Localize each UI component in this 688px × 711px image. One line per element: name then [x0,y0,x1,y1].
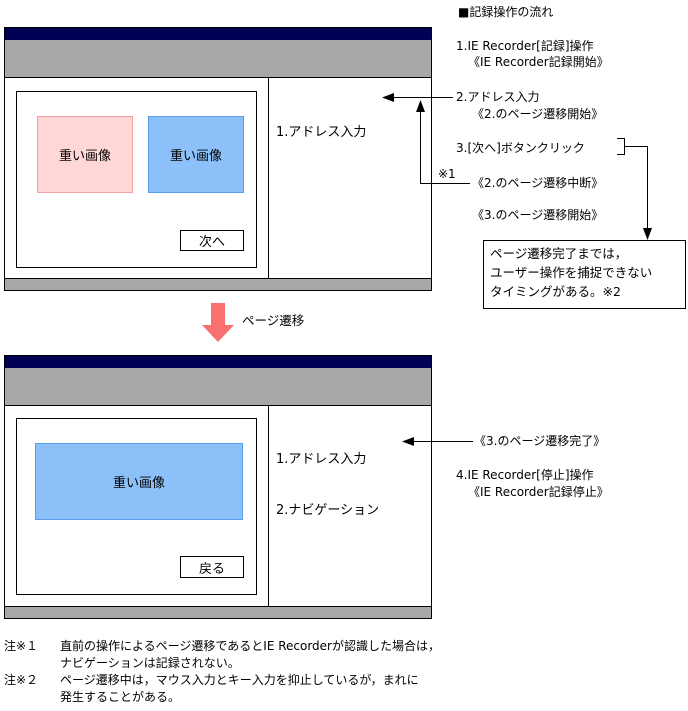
log-item-navigation: 2.ナビゲーション [276,503,380,518]
footnote-1-text: 直前の操作によるページ遷移であるとIE Recorderが認識した場合は， ナビ… [60,639,440,670]
bracket-bottom [617,154,625,155]
pane-divider [268,406,269,606]
connector-step3-v [647,146,648,230]
step3-label: 3.[次へ]ボタンクリック [456,141,585,155]
page-transition-arrow-icon [202,303,234,342]
back-button[interactable]: 戻る [180,556,244,578]
status-bar [5,278,431,290]
next-button[interactable]: 次へ [180,230,244,251]
browser-window-after: 重い画像 戻る 1.アドレス入力 2.ナビゲーション [4,355,432,619]
callout-box: ページ遷移完了までは， ユーザー操作を捕捉できない タイミングがある。※2 [483,240,686,309]
arrowhead-left-icon [382,93,394,102]
step3-sub-start: 《3.のページ遷移開始》 [472,208,604,222]
title-bar [5,28,431,40]
arrowhead-down-icon [643,228,652,240]
footnote-2-label: 注※２ [4,673,39,687]
recorder-log: 1.アドレス入力 [276,90,366,175]
step2-label: 2.アドレス入力 [456,90,540,104]
footnote-1-label: 注※１ [4,639,39,653]
back-button-label: 戻る [198,561,225,577]
web-page: 重い画像 戻る [16,418,257,595]
heavy-image-1: 重い画像 [37,116,133,193]
page-transition-label: ページ遷移 [242,313,305,328]
connector-step3-h [625,146,648,147]
connector-step2 [390,97,453,98]
image-label: 重い画像 [169,149,222,164]
title-bar [5,356,431,368]
arrowhead-up-icon [416,100,425,112]
step1-label: 1.IE Recorder[記録]操作 [456,39,594,53]
toolbar [5,40,431,78]
log-item-address-input: 1.アドレス入力 [276,452,367,467]
bracket-vertical [624,138,625,155]
heavy-image-2: 重い画像 [148,116,244,193]
image-label: 重い画像 [112,476,165,491]
connector-step3-complete [410,441,473,442]
log-item-address-input: 1.アドレス入力 [276,125,367,140]
arrowhead-left-icon [402,437,414,446]
step3-complete: 《3.のページ遷移完了》 [474,434,606,448]
bracket-top [617,138,625,139]
status-bar [5,606,431,618]
browser-window-before: 重い画像 重い画像 次へ 1.アドレス入力 [4,27,432,291]
toolbar [5,368,431,406]
step2-sub: 《2.のページ遷移開始》 [472,107,604,121]
next-button-label: 次へ [198,235,225,250]
step3-sub-interrupt: 《2.のページ遷移中断》 [472,176,604,190]
step1-sub: 《IE Recorder記録開始》 [468,55,609,69]
heavy-image: 重い画像 [35,443,243,520]
step4-label: 4.IE Recorder[停止]操作 [456,468,594,482]
footnote-2-text: ページ遷移中は，マウス入力とキー入力を抑止しているが，まれに 発生することがある… [60,673,419,704]
connector-interrupt-h [420,183,470,184]
flow-heading: ■記録操作の流れ [458,5,554,19]
recorder-log: 1.アドレス入力 2.ナビゲーション [276,417,379,553]
connector-interrupt-v [420,108,421,184]
step4-sub: 《IE Recorder記録停止》 [468,485,609,499]
pane-divider [268,78,269,278]
note-mark-1: ※1 [438,167,456,181]
web-page: 重い画像 重い画像 次へ [16,91,257,268]
image-label: 重い画像 [58,149,111,164]
